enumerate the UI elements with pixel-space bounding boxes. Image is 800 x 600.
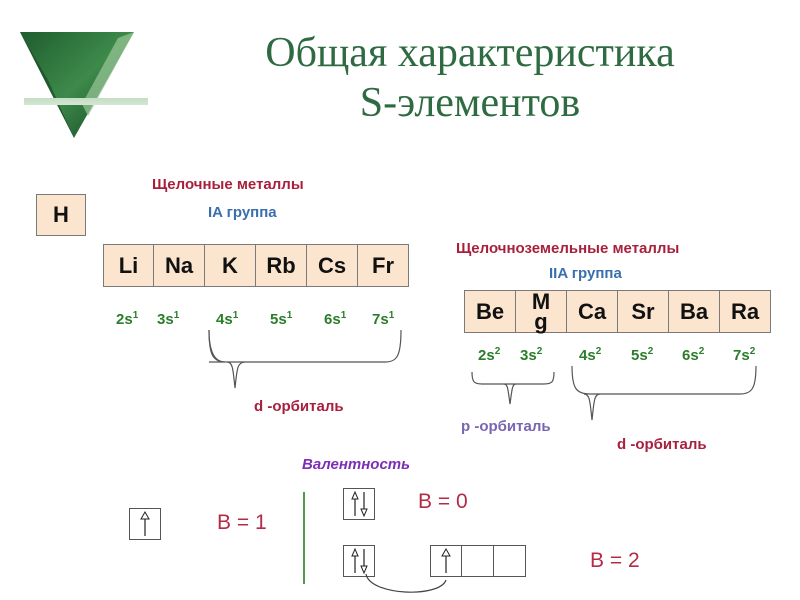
orbital-base: 7s	[733, 347, 750, 364]
d-orbital-label-alkali: d -орбиталь	[254, 398, 344, 415]
orbital-exp: 2	[647, 346, 654, 357]
orbital-base: 6s	[682, 347, 699, 364]
p-orbital-box	[430, 545, 462, 577]
element-cell: Li	[103, 244, 154, 287]
element-symbol: Li	[118, 252, 139, 278]
orbital-box-b0	[343, 488, 375, 520]
element-symbol: Rb	[266, 252, 296, 278]
alkaline-earth-elements-row: Be M g Ca Sr Ba Ra	[464, 290, 771, 333]
element-cell: Na	[154, 244, 205, 287]
up-arrow-icon	[140, 510, 150, 536]
element-cell: Be	[464, 290, 516, 333]
orbital-label: 4s2	[579, 346, 601, 364]
element-cell: Fr	[358, 244, 409, 287]
orbital-exp: 1	[232, 310, 239, 321]
element-cell: K	[205, 244, 256, 287]
title-line-1: Общая характеристика	[265, 30, 675, 76]
element-cell: Cs	[307, 244, 358, 287]
brace-d-alkali	[208, 329, 402, 389]
hydrogen-cell: H	[36, 194, 86, 236]
element-symbol: Be	[475, 298, 505, 324]
hydrogen-symbol: H	[53, 202, 69, 227]
orbital-exp: 1	[132, 310, 139, 321]
orbital-exp: 1	[340, 310, 347, 321]
orbital-label: 5s2	[631, 346, 653, 364]
orbital-base: 2s	[116, 311, 133, 328]
alkaline-earth-group: IIA группа	[549, 265, 622, 282]
element-cell: Ba	[669, 290, 720, 333]
page-title: Общая характеристика S-элементов	[170, 28, 770, 128]
alkali-heading: Щелочные металлы	[152, 176, 304, 193]
orbital-base: 3s	[520, 347, 537, 364]
valence-heading: Валентность	[302, 456, 411, 473]
orbital-exp: 2	[536, 346, 543, 357]
element-symbol: Na	[164, 252, 194, 278]
d-orbital-label-alkaline-earth: d -орбиталь	[617, 436, 707, 453]
element-symbol: Ba	[679, 298, 709, 324]
element-symbol: Sr	[631, 298, 655, 324]
orbital-base: 5s	[631, 347, 648, 364]
orbital-base: 7s	[372, 311, 389, 328]
valence-b0: B = 0	[418, 490, 468, 513]
element-symbol: Fr	[372, 252, 394, 278]
orbital-base: 4s	[579, 347, 596, 364]
paired-arrows-icon	[351, 547, 368, 575]
orbital-base: 4s	[216, 311, 233, 328]
orbital-label: 7s2	[733, 346, 755, 364]
orbital-label: 3s1	[157, 310, 179, 328]
valence-b1: B = 1	[217, 511, 267, 534]
orbital-box-b1	[129, 508, 161, 540]
orbital-label: 5s1	[270, 310, 292, 328]
orbital-box-s-excited	[343, 545, 375, 577]
p-orbital-box	[462, 545, 494, 577]
orbital-base: 2s	[478, 347, 495, 364]
element-cell: Rb	[256, 244, 307, 287]
orbital-label: 2s1	[116, 310, 138, 328]
p-orbital-boxes	[430, 545, 526, 577]
element-symbol: Ra	[730, 298, 760, 324]
orbital-exp: 1	[173, 310, 180, 321]
orbital-exp: 2	[595, 346, 602, 357]
orbital-exp: 1	[388, 310, 395, 321]
element-symbol: K	[222, 252, 238, 278]
element-symbol: Ca	[577, 298, 607, 324]
orbital-exp: 2	[494, 346, 501, 357]
p-orbital-box	[494, 545, 526, 577]
orbital-label: 2s2	[478, 346, 500, 364]
element-symbol: M g	[531, 289, 551, 334]
up-arrow-icon	[441, 547, 451, 573]
p-orbital-label: p -орбиталь	[461, 418, 551, 435]
orbital-label: 6s1	[324, 310, 346, 328]
alkali-group: IA группа	[208, 204, 277, 221]
orbital-exp: 1	[286, 310, 293, 321]
orbital-base: 3s	[157, 311, 174, 328]
paired-arrows-icon	[351, 490, 368, 518]
element-cell: M g	[516, 290, 567, 333]
orbital-label: 7s1	[372, 310, 394, 328]
logo	[20, 32, 148, 138]
brace-d-alkaline-earth	[571, 365, 757, 421]
element-symbol: Cs	[317, 252, 347, 278]
element-cell: Ca	[567, 290, 618, 333]
orbital-exp: 2	[749, 346, 756, 357]
alkali-elements-row: Li Na K Rb Cs Fr	[103, 244, 409, 287]
element-cell: Sr	[618, 290, 669, 333]
orbital-exp: 2	[698, 346, 705, 357]
orbital-label: 4s1	[216, 310, 238, 328]
orbital-label: 6s2	[682, 346, 704, 364]
orbital-label: 3s2	[520, 346, 542, 364]
alkaline-earth-heading: Щелочноземельные металлы	[456, 240, 680, 257]
valence-b2: B = 2	[590, 549, 640, 572]
title-line-2: S-элементов	[359, 80, 581, 126]
orbital-base: 6s	[324, 311, 341, 328]
element-cell: Ra	[720, 290, 771, 333]
divider	[303, 492, 305, 584]
brace-p	[471, 371, 555, 405]
orbital-base: 5s	[270, 311, 287, 328]
electron-transition-arc	[365, 573, 447, 593]
